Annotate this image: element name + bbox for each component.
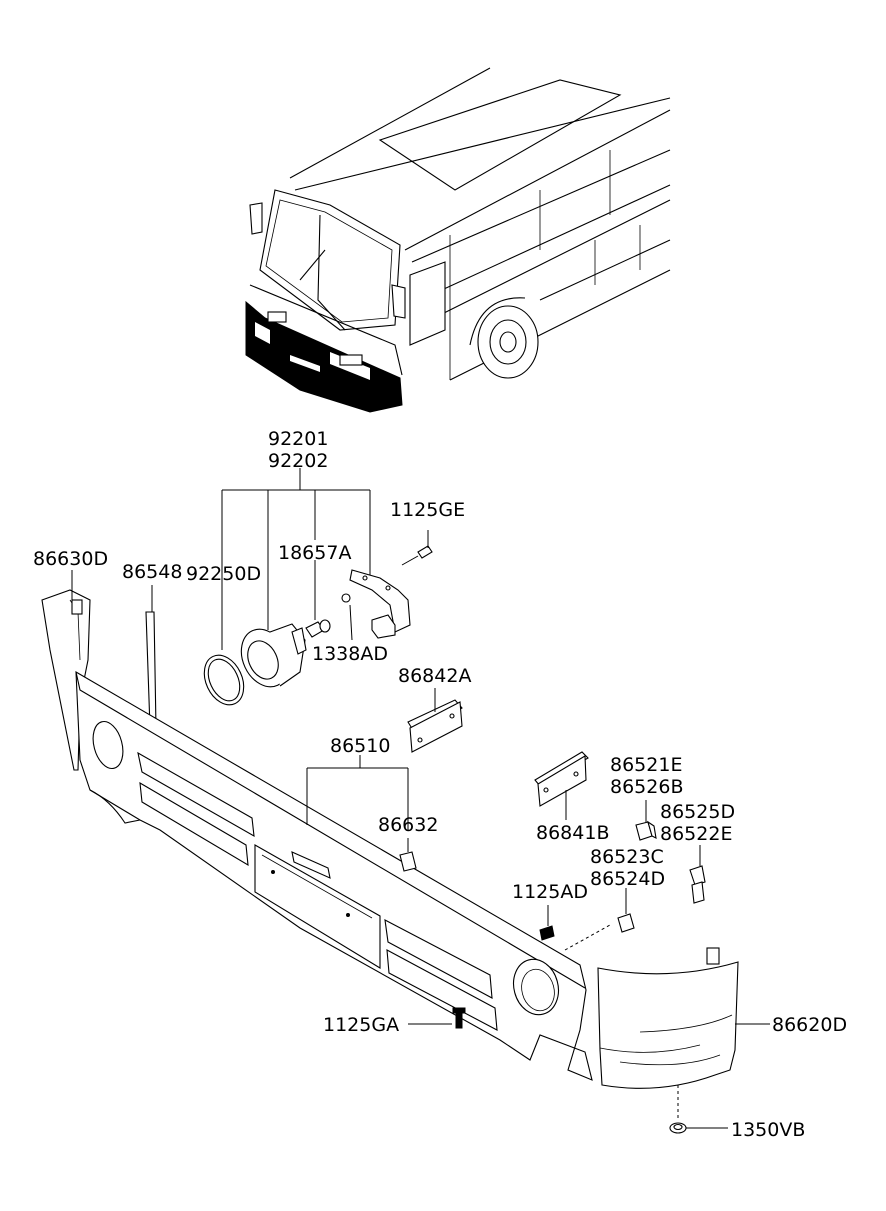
label-86521E: 86521E — [610, 754, 682, 776]
bulb — [305, 560, 331, 638]
label-86630D: 86630D — [33, 548, 108, 570]
label-1125AD: 1125AD — [512, 881, 588, 903]
label-1350VB: 1350VB — [731, 1119, 805, 1141]
fog-lamp-group — [203, 468, 433, 706]
label-86620D: 86620D — [772, 1014, 847, 1036]
label-92250D: 92250D — [186, 563, 261, 585]
label-86525D: 86525D — [660, 801, 735, 823]
label-86526B: 86526B — [610, 776, 683, 798]
label-86523C: 86523C — [590, 846, 664, 868]
label-86632: 86632 — [378, 814, 438, 836]
label-92201: 92201 — [268, 428, 328, 450]
right-end-cap — [597, 947, 770, 1120]
clip-86523C — [617, 888, 635, 933]
label-86548: 86548 — [122, 561, 182, 583]
plate-bracket-86842A — [407, 688, 463, 753]
bus-illustration — [245, 67, 671, 413]
label-86842A: 86842A — [398, 665, 471, 687]
nut-1350VB — [669, 1122, 728, 1134]
label-18657A: 18657A — [278, 542, 351, 564]
bolt-1125AD — [539, 905, 555, 941]
label-86510: 86510 — [330, 735, 390, 757]
fog-lamp — [240, 623, 307, 688]
label-1125GE: 1125GE — [390, 499, 465, 521]
label-92202: 92202 — [268, 450, 328, 472]
label-1338AD: 1338AD — [312, 643, 388, 665]
molding-strip — [145, 585, 157, 729]
bolt-1125GA — [408, 1007, 466, 1029]
gasket-ring — [203, 654, 245, 706]
label-1125GA: 1125GA — [323, 1014, 399, 1036]
label-86524D: 86524D — [590, 868, 665, 890]
plate-bracket-86841B — [534, 751, 589, 820]
clip-86525D — [689, 845, 706, 904]
label-86841B: 86841B — [536, 822, 609, 844]
clip-86521E — [635, 800, 657, 841]
front-bumper — [41, 570, 611, 1081]
lamp-bracket — [341, 530, 433, 641]
label-86522E: 86522E — [660, 823, 732, 845]
